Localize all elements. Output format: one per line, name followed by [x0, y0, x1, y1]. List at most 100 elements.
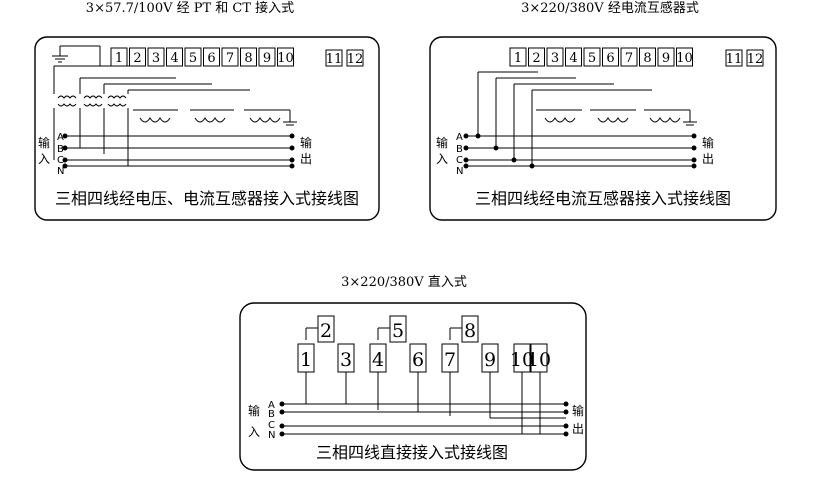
- phase-label-n: N: [456, 166, 463, 177]
- terminal-box: [166, 47, 183, 67]
- terminal-label: 9: [484, 349, 496, 371]
- phase-label-b: B: [268, 409, 275, 420]
- input-label: 输: [38, 135, 50, 150]
- input-label: 入: [248, 425, 260, 439]
- terminal-label: 4: [372, 349, 384, 371]
- current-transformers: [133, 109, 297, 126]
- terminal-label: 5: [189, 51, 197, 66]
- terminal-box: [602, 47, 619, 67]
- phase-label-n: N: [268, 430, 275, 441]
- terminal-label: 8: [244, 51, 252, 66]
- terminal-label: 9: [662, 51, 670, 66]
- phase-lines: [62, 133, 295, 169]
- terminal-label: 1: [115, 51, 123, 66]
- aux-terminal-box: [346, 49, 364, 67]
- diagram-title: 三相四线经电流互感器接入式接线图: [475, 189, 731, 208]
- terminal-label: 4: [170, 51, 178, 66]
- output-label: 输: [300, 135, 312, 150]
- terminal-label: 5: [392, 320, 404, 342]
- input-label: 输: [248, 403, 260, 418]
- terminal-box: [639, 47, 656, 67]
- terminal-label: 2: [133, 51, 141, 66]
- terminal-box: [258, 47, 276, 67]
- input-label: 输: [436, 135, 448, 150]
- terminal-label: 7: [625, 51, 633, 66]
- terminal-box: [676, 47, 693, 67]
- terminal-label: 6: [606, 51, 614, 66]
- aux-terminal-label: 12: [347, 52, 364, 67]
- wiring: [279, 327, 569, 437]
- output-label: 出: [572, 422, 584, 436]
- terminal-box: [221, 47, 239, 67]
- terminal-box: [528, 47, 545, 67]
- terminal-label: 2: [532, 51, 540, 66]
- terminal-box: [240, 47, 257, 67]
- aux-terminal-box: [725, 49, 743, 67]
- diagram-frame: [34, 36, 380, 221]
- caption: 3×220/380V 直入式: [341, 275, 467, 290]
- input-label: 入: [436, 152, 448, 166]
- terminal-box: [620, 47, 638, 67]
- diagram-frame: [429, 36, 777, 221]
- phase-label-b: B: [456, 144, 463, 155]
- output-label: 出: [702, 152, 714, 166]
- terminal-box: [461, 315, 479, 343]
- diagram-frame: [239, 302, 587, 471]
- terminal-box: [147, 47, 165, 67]
- terminal-box: [565, 47, 582, 67]
- phase-label-c: C: [268, 420, 275, 431]
- terminal-box: [509, 47, 527, 67]
- terminal-label: 1: [514, 51, 522, 66]
- terminal-box: [203, 47, 220, 67]
- terminal-label: 7: [444, 349, 456, 371]
- terminal-label: 2: [320, 320, 332, 342]
- terminal-box: [546, 47, 564, 67]
- terminal-label: 5: [588, 51, 596, 66]
- aux-terminal-label: 12: [747, 52, 764, 67]
- pt-transformers: [53, 65, 250, 166]
- terminal-box: [530, 343, 548, 373]
- phase-label-c: C: [57, 155, 64, 166]
- aux-terminal-box: [325, 49, 343, 67]
- terminal-label: 10: [277, 51, 294, 66]
- terminal-label: 3: [551, 51, 559, 66]
- phase-label-a: A: [57, 132, 64, 143]
- input-label: 入: [38, 152, 50, 166]
- caption: 3×220/380V 经电流互感器式: [521, 0, 699, 16]
- terminal-box: [389, 315, 407, 343]
- diagram-title: 三相四线直接接入式接线图: [316, 443, 508, 462]
- phase-label-a: A: [268, 400, 275, 411]
- terminal-label: 4: [569, 51, 577, 66]
- output-label: 输: [702, 135, 714, 150]
- terminal-box: [184, 47, 202, 67]
- terminal-label: 8: [643, 51, 651, 66]
- terminal-label: 9: [263, 51, 271, 66]
- terminal-label: 10: [527, 349, 551, 371]
- output-label: 出: [300, 152, 312, 166]
- diagram-title: 三相四线经电压、电流互感器接入式接线图: [55, 189, 359, 208]
- aux-terminal-label: 11: [726, 52, 743, 67]
- terminal-label: 10: [510, 349, 534, 371]
- terminal-box: [657, 47, 675, 67]
- terminal-label: 10: [676, 51, 693, 66]
- terminal-label: 3: [152, 51, 160, 66]
- terminal-label: 6: [412, 349, 424, 371]
- phase-label-b: B: [57, 144, 64, 155]
- terminal-label: 8: [464, 320, 476, 342]
- terminal-box: [317, 315, 335, 343]
- terminal-label: 6: [207, 51, 215, 66]
- wiring: [463, 71, 697, 169]
- phase-label-a: A: [456, 132, 463, 143]
- terminal-box: [277, 47, 294, 67]
- aux-terminal-label: 11: [326, 52, 343, 67]
- phase-label-n: N: [57, 166, 64, 177]
- terminal-label: 7: [226, 51, 234, 66]
- terminal-label: 1: [300, 349, 312, 371]
